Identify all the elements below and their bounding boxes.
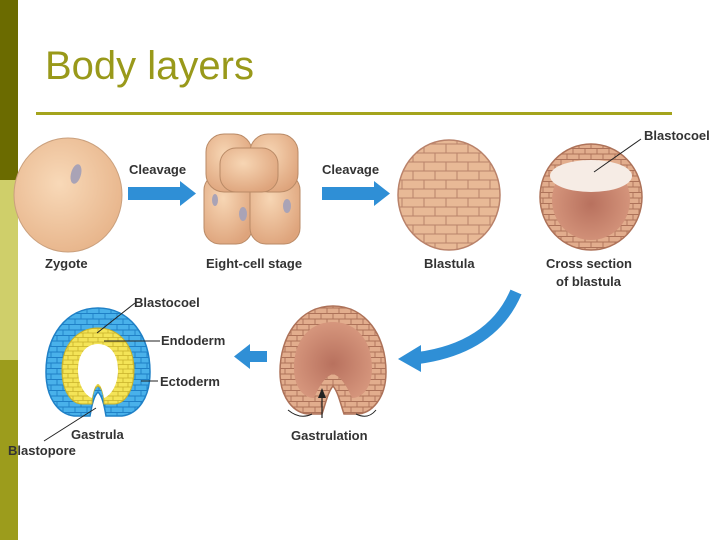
slide-title: Body layers [45, 44, 254, 88]
curved-transition-arrow [398, 289, 522, 372]
label-blastopore: Blastopore [8, 443, 76, 458]
eight-cell-illustration [203, 133, 301, 245]
sidebar-band-mid [0, 360, 18, 540]
cleavage-arrow-2 [322, 181, 390, 206]
label-cross-section-line2: of blastula [556, 274, 622, 289]
label-blastocoel-gastrula: Blastocoel [134, 295, 200, 310]
label-gastrula: Gastrula [71, 427, 125, 442]
sidebar-band-light [0, 180, 18, 360]
cleavage-arrow-1 [128, 181, 196, 206]
label-endoderm: Endoderm [161, 333, 225, 348]
label-gastrulation: Gastrulation [291, 428, 368, 443]
label-cross-section-line1: Cross section [546, 256, 632, 271]
label-cleavage-2: Cleavage [322, 162, 379, 177]
label-eight-cell-stage: Eight-cell stage [206, 256, 302, 271]
label-ectoderm: Ectoderm [160, 374, 220, 389]
gastrulation-illustration [279, 305, 387, 418]
label-blastocoel-cross-section: Blastocoel [644, 128, 710, 143]
label-zygote: Zygote [45, 256, 88, 271]
title-underline [36, 112, 672, 115]
gastrulation-to-gastrula-arrow [234, 344, 267, 369]
gastrula-illustration [43, 302, 160, 442]
blastula-cross-section-illustration [539, 138, 643, 251]
label-cleavage-1: Cleavage [129, 162, 186, 177]
blastula-illustration [397, 139, 501, 251]
sidebar-band-dark [0, 0, 18, 180]
label-blastula: Blastula [424, 256, 475, 271]
zygote-illustration [13, 137, 123, 253]
